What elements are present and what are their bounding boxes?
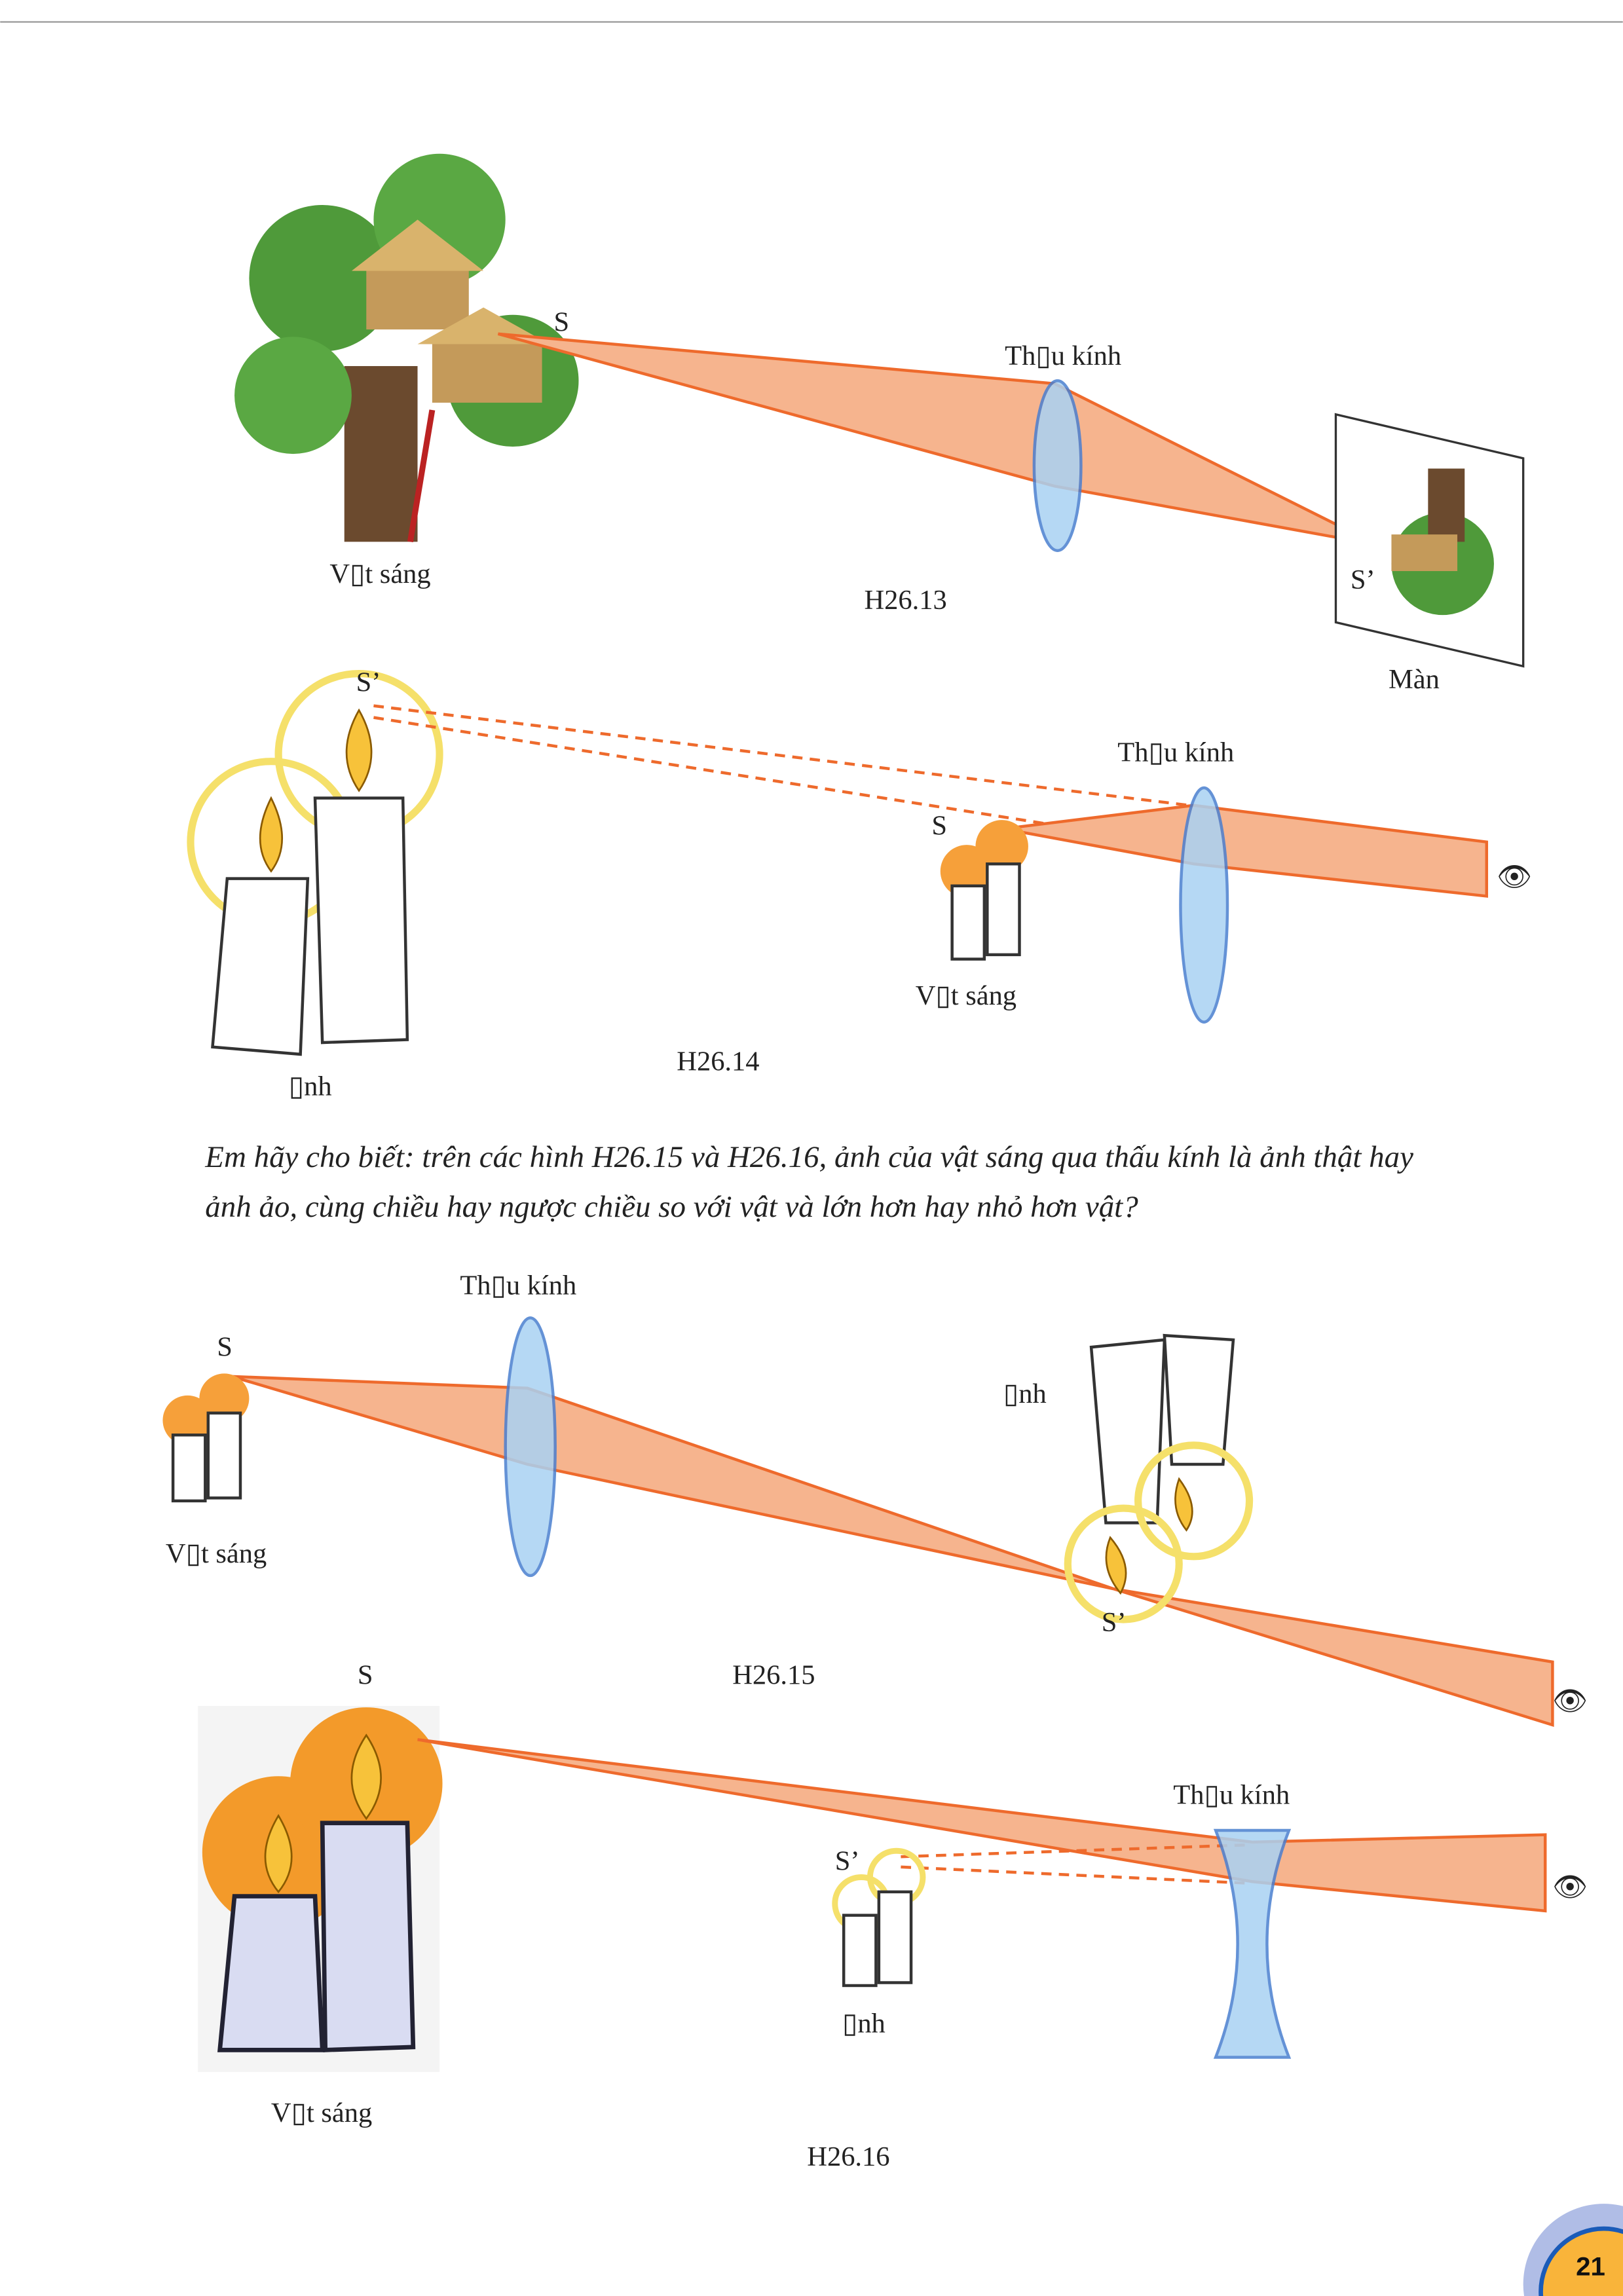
- concave-lens: [1213, 1828, 1292, 2059]
- eye-icon: 👁: [1497, 862, 1532, 893]
- page-number: 21: [1576, 2252, 1605, 2282]
- figure-caption: H26.15: [732, 1659, 815, 1690]
- image-label: ▯nh: [289, 1071, 332, 1102]
- lens-label: Th▯u kính: [1173, 1780, 1290, 1811]
- convex-lens: [1179, 786, 1229, 1024]
- figure-h26-15: 👁 Th▯u kính S V▯t sáng ▯nh S’ H26.15: [162, 1270, 1588, 1728]
- object-candles-large: [198, 1705, 443, 2072]
- light-beam: [497, 332, 1378, 546]
- lens-label: Th▯u kính: [1005, 341, 1121, 371]
- light-beam: [231, 1375, 1554, 1728]
- object-candles: [162, 1373, 250, 1503]
- screen-label: Màn: [1389, 664, 1440, 695]
- virtual-ray-extension: [901, 1865, 1245, 1885]
- object-label: V▯t sáng: [916, 980, 1017, 1011]
- source-point-label: S: [358, 1659, 373, 1690]
- image-point-label: S’: [835, 1845, 860, 1876]
- image-point-label: S’: [356, 667, 381, 697]
- inverted-image-candles: [1064, 1333, 1254, 1623]
- light-beam: [417, 1738, 1547, 1913]
- virtual-image-candles: [187, 669, 443, 1056]
- inverted-image-illustration: [1391, 468, 1494, 616]
- object-label: V▯t sáng: [166, 1538, 267, 1569]
- object-label: V▯t sáng: [271, 2098, 372, 2128]
- figure-caption: H26.16: [807, 2141, 889, 2172]
- question-line-2: ảnh ảo, cùng chiều hay ngược chiều so vớ…: [205, 1190, 1138, 1224]
- object-candles: [940, 820, 1028, 961]
- figure-caption: H26.13: [864, 585, 946, 616]
- question-line-1: Em hãy cho biết: trên các hình H26.15 và…: [204, 1140, 1413, 1174]
- eye-icon: 👁: [1552, 1872, 1588, 1903]
- virtual-ray-extension: [901, 1843, 1245, 1859]
- virtual-image-candles-small: [832, 1847, 926, 1988]
- image-point-label: S’: [1351, 565, 1375, 595]
- source-point-label: S: [217, 1332, 233, 1363]
- image-label: ▯nh: [1003, 1379, 1047, 1409]
- image-label: ▯nh: [842, 2009, 886, 2039]
- figure-caption: H26.14: [677, 1046, 759, 1077]
- image-point-label: S’: [1102, 1607, 1127, 1638]
- figure-h26-14: 👁 S’ S Th▯u kính V▯t sáng H26.14 ▯nh: [187, 667, 1532, 1102]
- figure-h26-16: 👁 S Th▯u kính S’ ▯nh V▯t sáng H26.16: [198, 1659, 1588, 2172]
- virtual-ray-extension: [373, 704, 1190, 807]
- convex-lens: [504, 1316, 557, 1578]
- object-label: V▯t sáng: [329, 559, 430, 589]
- source-point-label: S: [553, 306, 569, 337]
- figure-h26-13: S Th▯u kính V▯t sáng H26.13 S’ Màn: [234, 153, 1525, 695]
- convex-lens: [1032, 379, 1083, 552]
- lens-label: Th▯u kính: [460, 1270, 576, 1301]
- tree-house-illustration: [234, 153, 579, 543]
- source-point-label: S: [931, 811, 947, 842]
- eye-icon: 👁: [1552, 1686, 1588, 1717]
- page-number-badge: 21: [1523, 2204, 1623, 2296]
- light-beam: [1003, 804, 1489, 898]
- lens-label: Th▯u kính: [1117, 737, 1234, 768]
